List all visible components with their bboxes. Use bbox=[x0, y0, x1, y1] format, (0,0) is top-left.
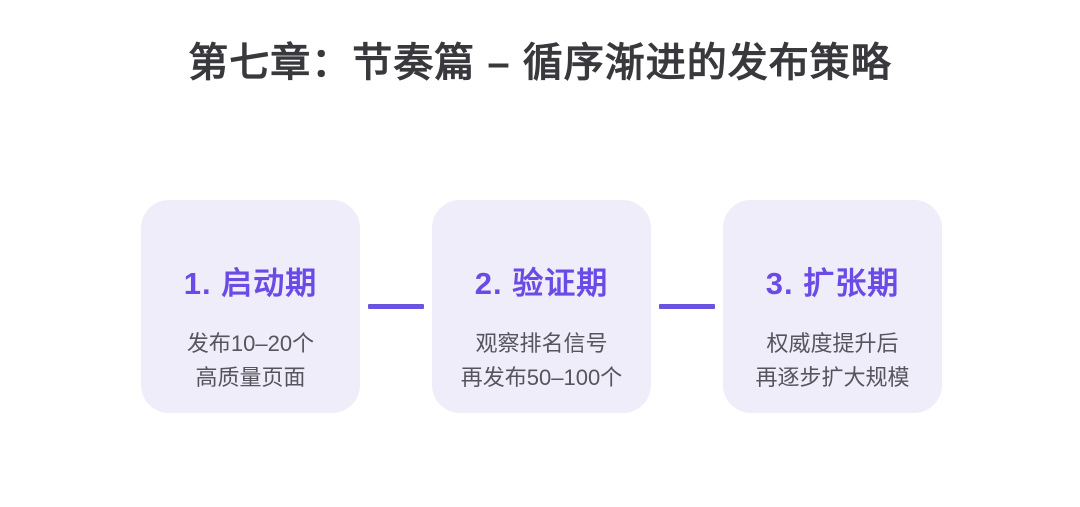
page-title: 第七章：节奏篇 – 循序渐进的发布策略 bbox=[188, 41, 892, 85]
description-line: 发布10–20个 bbox=[186, 331, 315, 356]
step-description: 发布10–20个 高质量页面 bbox=[187, 327, 314, 395]
description-line: 权威度提升后 bbox=[766, 331, 899, 356]
connector-line bbox=[368, 304, 424, 309]
step-description: 权威度提升后 再逐步扩大规模 bbox=[755, 327, 909, 395]
step-card-validation: 2. 验证期 观察排名信号 再发布50–100个 bbox=[432, 200, 651, 413]
description-line: 再逐步扩大规模 bbox=[755, 365, 910, 390]
step-title: 3. 扩张期 bbox=[765, 266, 900, 301]
description-line: 再发布50–100个 bbox=[460, 365, 623, 390]
step-title: 1. 启动期 bbox=[183, 266, 318, 301]
connector-line bbox=[659, 304, 715, 309]
step-card-expansion: 3. 扩张期 权威度提升后 再逐步扩大规模 bbox=[723, 200, 942, 413]
steps-flow: 1. 启动期 发布10–20个 高质量页面 2. 验证期 观察排名信号 再发布5… bbox=[141, 200, 942, 413]
step-description: 观察排名信号 再发布50–100个 bbox=[461, 327, 622, 395]
description-line: 高质量页面 bbox=[195, 365, 306, 390]
step-card-launch: 1. 启动期 发布10–20个 高质量页面 bbox=[141, 200, 360, 413]
step-title: 2. 验证期 bbox=[474, 266, 609, 301]
description-line: 观察排名信号 bbox=[475, 331, 608, 356]
